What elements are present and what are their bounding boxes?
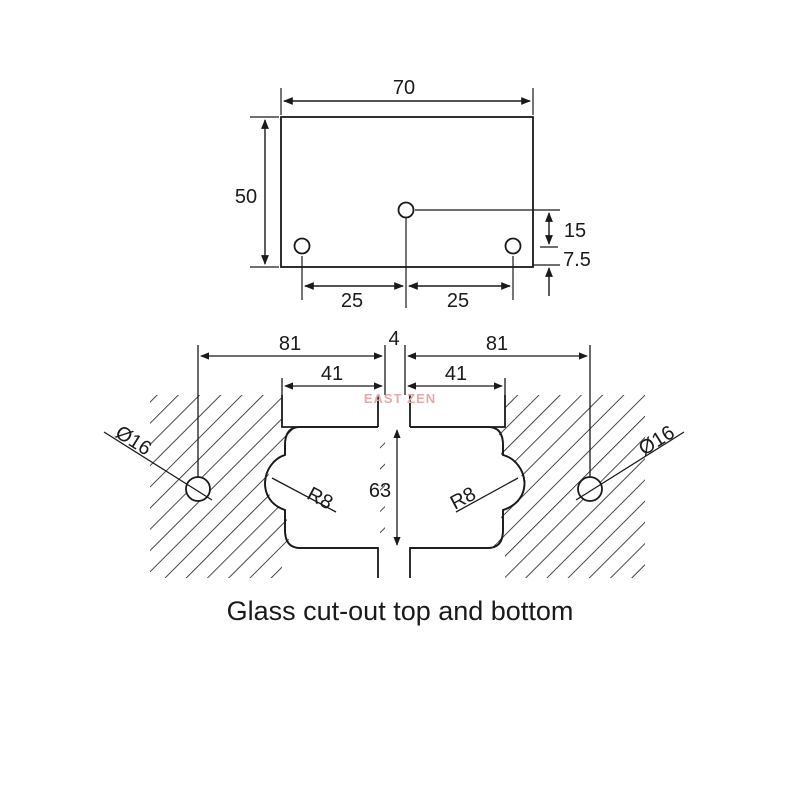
figure-caption: Glass cut-out top and bottom	[226, 596, 574, 626]
left-glass-panel	[150, 395, 385, 578]
dim-plate-width: 70	[393, 77, 415, 99]
left-glass-hole	[185, 476, 211, 502]
right-glass-panel	[485, 395, 645, 578]
dim-left-inner: 41	[321, 363, 343, 385]
right-glass-hole	[577, 476, 603, 502]
plate-outline	[280, 116, 534, 268]
plate-hole-right	[504, 237, 522, 255]
dim-hole-height: 15	[564, 220, 586, 242]
dim-left-hole: Ø16	[111, 422, 155, 461]
dim-spacing-right: 25	[447, 290, 469, 312]
dim-hole-offset: 7.5	[563, 249, 591, 271]
watermark: EAST ZEN	[364, 391, 436, 406]
dim-spacing-left: 25	[341, 290, 363, 312]
plate-view	[250, 88, 560, 308]
plate-hole-left	[293, 237, 311, 255]
dim-plate-height: 50	[235, 186, 257, 208]
dim-cutout-height: 63	[369, 480, 391, 502]
dim-right-inner: 41	[445, 363, 467, 385]
dim-right-outer: 81	[486, 333, 508, 355]
dim-left-outer: 81	[279, 333, 301, 355]
dim-cutout-gap: 4	[388, 328, 399, 350]
plate-hole-center	[397, 201, 415, 219]
